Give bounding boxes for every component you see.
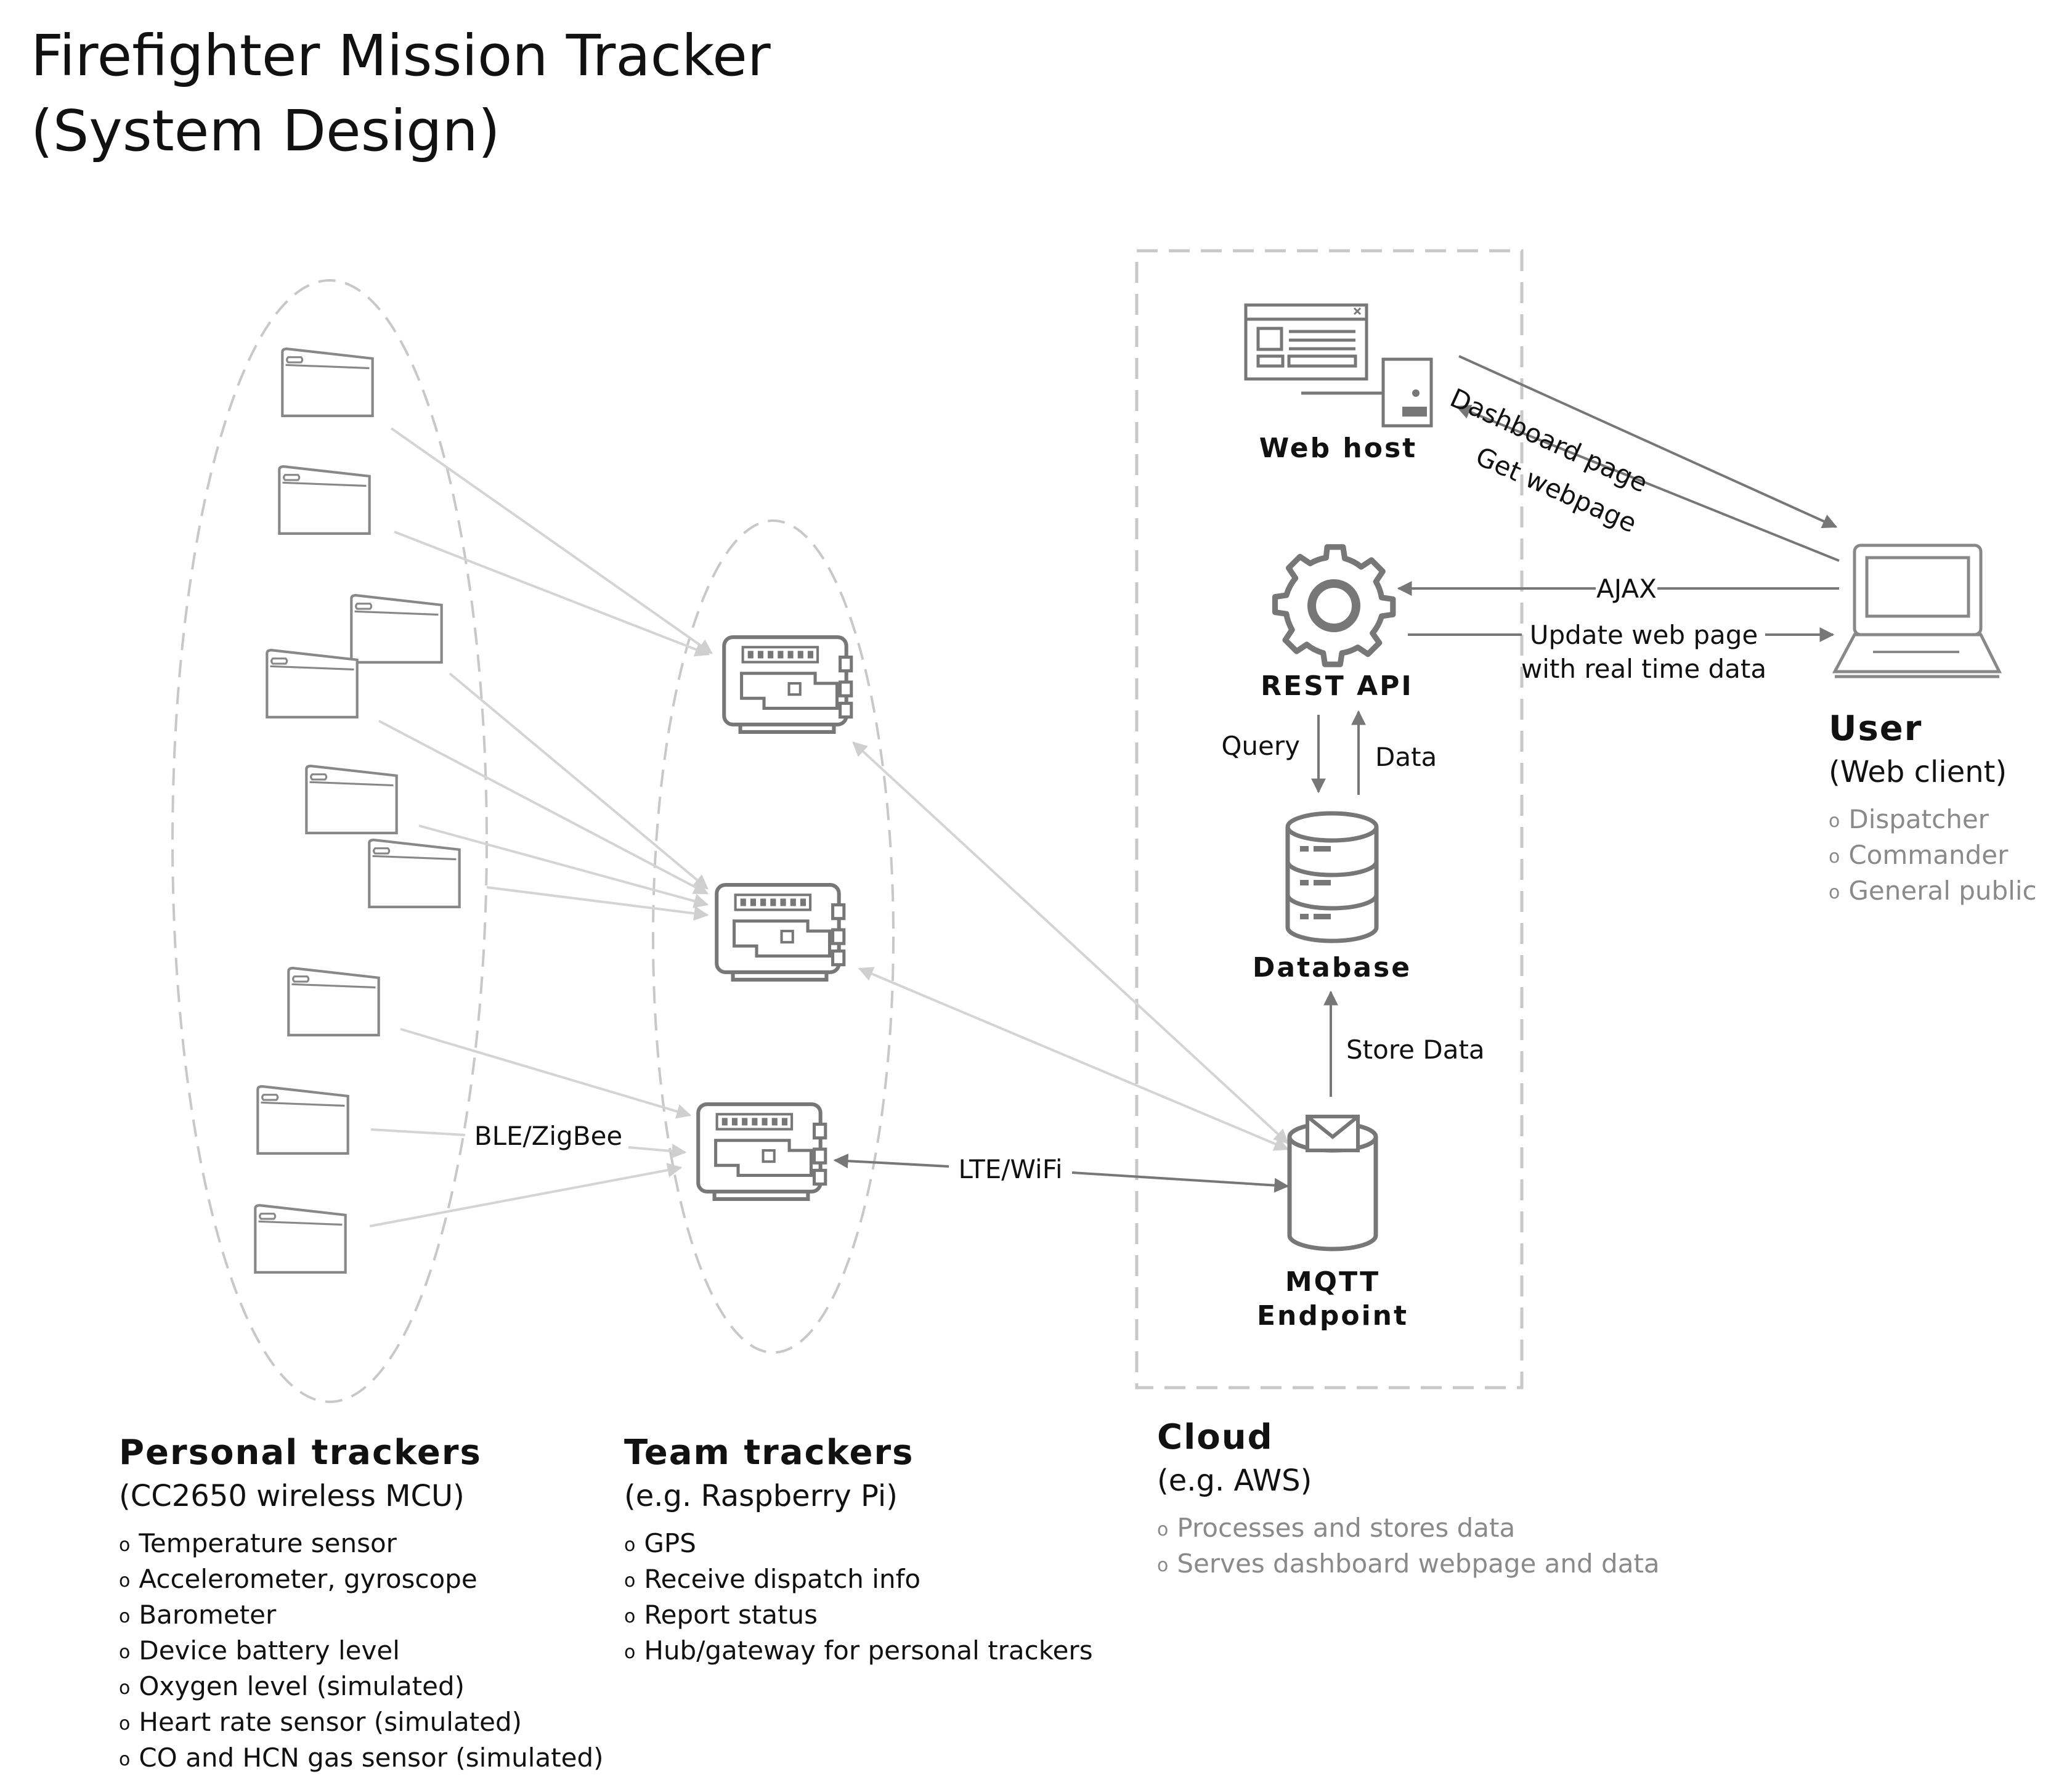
link-personal-1-team-1 — [390, 427, 713, 654]
cloud-heading: Cloud — [1157, 1417, 1274, 1457]
label-update-line-1: Update web page — [1530, 620, 1758, 650]
team-tracker-board-icon — [698, 1104, 826, 1199]
personal-features-list: Temperature sensor Accelerometer, gyrosc… — [119, 1527, 604, 1777]
list-item: Barometer — [119, 1598, 604, 1634]
list-item: CO and HCN gas sensor (simulated) — [119, 1741, 603, 1777]
personal-tracker-icon — [282, 349, 372, 416]
database-icon — [1285, 811, 1379, 943]
personal-tracker-icon — [255, 1205, 345, 1272]
web-host-node — [1244, 303, 1433, 428]
personal-tracker-icon — [279, 466, 369, 534]
title-line-2: (System Design) — [31, 98, 500, 164]
browser-window-icon — [1244, 303, 1368, 381]
label-ajax: AJAX — [1596, 574, 1657, 604]
label-data: Data — [1375, 742, 1437, 772]
personal-subheading: (CC2650 wireless MCU) — [119, 1479, 465, 1513]
list-item: Accelerometer, gyroscope — [119, 1563, 604, 1598]
link-personal-7-team-3 — [400, 1028, 692, 1119]
cloud-features-list: Processes and stores data Serves dashboa… — [1157, 1511, 1660, 1583]
personal-tracker-icon — [267, 650, 357, 717]
team-trackers-description: Team trackers (e.g. Raspberry Pi) GPS Re… — [624, 1433, 1093, 1670]
label-store-data: Store Data — [1346, 1035, 1485, 1065]
gear-icon — [1272, 544, 1396, 667]
link-personal-ble-segment — [370, 1128, 466, 1136]
label-update-line-2: with real time data — [1521, 654, 1766, 684]
label-lte-wifi: LTE/WiFi — [958, 1154, 1062, 1184]
list-item: Hub/gateway for personal trackers — [624, 1634, 1092, 1670]
label-ble-zigbee: BLE/ZigBee — [474, 1121, 623, 1151]
list-item: Receive dispatch info — [624, 1563, 1093, 1598]
list-item: Processes and stores data — [1157, 1511, 1660, 1547]
label-mqtt-line-1: MQTT — [1285, 1266, 1380, 1298]
cloud-description: Cloud (e.g. AWS) Processes and stores da… — [1157, 1417, 1660, 1583]
team-tracker-board-icon — [724, 637, 851, 732]
list-item: Oxygen level (simulated) — [119, 1670, 604, 1706]
label-mqtt-line-2: Endpoint — [1257, 1300, 1408, 1332]
link-webhost-user-dashboard — [1458, 355, 1838, 529]
link-personal-2-team-1 — [394, 531, 710, 657]
label-web-host: Web host — [1259, 433, 1417, 464]
personal-tracker-icon — [306, 766, 396, 833]
personal-tracker-icon — [351, 595, 441, 662]
list-item: Heart rate sensor (simulated) — [119, 1706, 604, 1741]
personal-tracker-icon — [288, 968, 378, 1035]
mqtt-mail-icon — [1287, 1115, 1378, 1251]
label-database: Database — [1253, 952, 1412, 983]
page-title: Firefighter Mission Tracker (System Desi… — [31, 18, 771, 169]
link-personal-5-team-2 — [418, 824, 709, 908]
list-item: Device battery level — [119, 1634, 604, 1670]
team-tracker-board-icon — [717, 885, 844, 980]
link-personal-ble-segment-arrow — [628, 1144, 687, 1159]
link-personal-4-team-2 — [378, 720, 709, 895]
personal-heading: Personal trackers — [119, 1433, 482, 1473]
personal-trackers-group — [171, 279, 488, 1403]
label-rest-api: REST API — [1261, 670, 1413, 702]
user-roles-list: Dispatcher Commander General public — [1829, 803, 2037, 910]
team-features-list: GPS Receive dispatch info Report status … — [624, 1527, 1093, 1670]
label-query: Query — [1221, 731, 1300, 761]
link-personal-8-team-3 — [369, 1163, 683, 1227]
link-team-3-mqtt-right — [1071, 1171, 1290, 1193]
user-subheading: (Web client) — [1829, 755, 2007, 789]
link-team-3-mqtt-left — [833, 1153, 949, 1169]
laptop-icon — [1832, 543, 2002, 678]
list-item: Temperature sensor — [119, 1527, 604, 1563]
list-item: Dispatcher — [1829, 803, 2037, 839]
personal-trackers-description: Personal trackers (CC2650 wireless MCU) … — [119, 1433, 604, 1777]
list-item: Report status — [624, 1598, 1093, 1634]
link-user-webhost-get — [1455, 404, 1840, 562]
team-heading: Team trackers — [624, 1433, 914, 1473]
link-personal-3-team-2 — [449, 672, 709, 890]
link-personal-6-team-2 — [486, 886, 709, 921]
personal-tracker-icon — [369, 840, 459, 907]
personal-tracker-icon — [258, 1086, 347, 1153]
user-heading: User — [1829, 709, 1923, 749]
team-subheading: (e.g. Raspberry Pi) — [624, 1479, 898, 1513]
server-icon — [1381, 357, 1433, 428]
link-team-2-mqtt — [858, 967, 1290, 1151]
link-team-1-mqtt — [852, 741, 1289, 1144]
title-line-1: Firefighter Mission Tracker — [31, 23, 771, 89]
cloud-subheading: (e.g. AWS) — [1157, 1463, 1312, 1498]
list-item: GPS — [624, 1527, 1093, 1563]
user-description: User (Web client) Dispatcher Commander G… — [1829, 709, 2037, 910]
list-item: General public — [1829, 874, 2036, 910]
list-item: Serves dashboard webpage and data — [1157, 1547, 1659, 1583]
list-item: Commander — [1829, 839, 2037, 874]
